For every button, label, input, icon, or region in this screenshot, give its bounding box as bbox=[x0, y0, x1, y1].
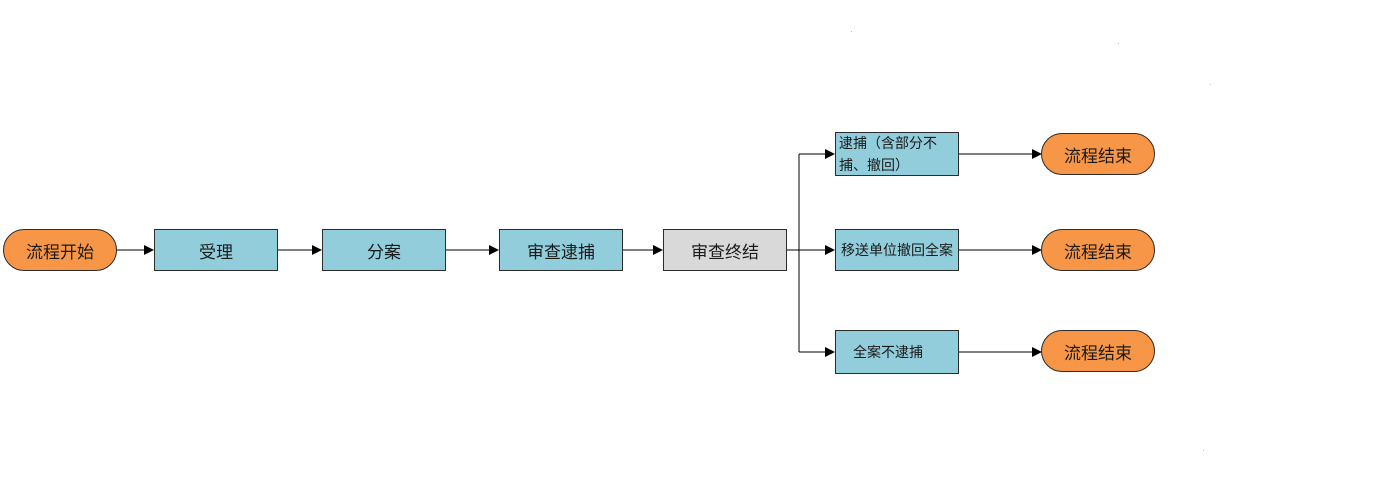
start-node: 流程开始 bbox=[3, 229, 117, 271]
outcome-arrest-node: 逮捕（含部分不捕、撤回） bbox=[835, 132, 959, 176]
start-node-label: 流程开始 bbox=[26, 242, 94, 263]
outcome-transfer-label: 移送单位撤回全案 bbox=[841, 243, 953, 259]
end-node-2-label: 流程结束 bbox=[1064, 242, 1132, 263]
review-node: 审查逮捕 bbox=[499, 229, 623, 271]
speck-4 bbox=[1203, 450, 1204, 451]
assign-node-label: 分案 bbox=[367, 242, 401, 263]
assign-node: 分案 bbox=[322, 229, 446, 271]
review-node-label: 审查逮捕 bbox=[527, 242, 595, 263]
end-node-3: 流程结束 bbox=[1041, 330, 1155, 372]
outcome-no-arrest-node: 全案不逮捕 bbox=[835, 330, 959, 374]
end-node-3-label: 流程结束 bbox=[1064, 343, 1132, 364]
end-node-2: 流程结束 bbox=[1041, 229, 1155, 271]
end-node-1: 流程结束 bbox=[1041, 133, 1155, 175]
end-node-1-label: 流程结束 bbox=[1064, 146, 1132, 167]
review-end-node: 审查终结 bbox=[663, 229, 787, 271]
accept-node: 受理 bbox=[154, 229, 278, 271]
speck-3 bbox=[1210, 84, 1211, 85]
outcome-no-arrest-label: 全案不逮捕 bbox=[853, 345, 923, 361]
review-end-node-label: 审查终结 bbox=[691, 242, 759, 263]
outcome-transfer-node: 移送单位撤回全案 bbox=[835, 229, 959, 271]
speck-1 bbox=[851, 31, 852, 32]
outcome-arrest-label: 逮捕（含部分不捕、撤回） bbox=[839, 136, 937, 174]
speck-2 bbox=[1118, 43, 1119, 44]
accept-node-label: 受理 bbox=[199, 242, 233, 263]
